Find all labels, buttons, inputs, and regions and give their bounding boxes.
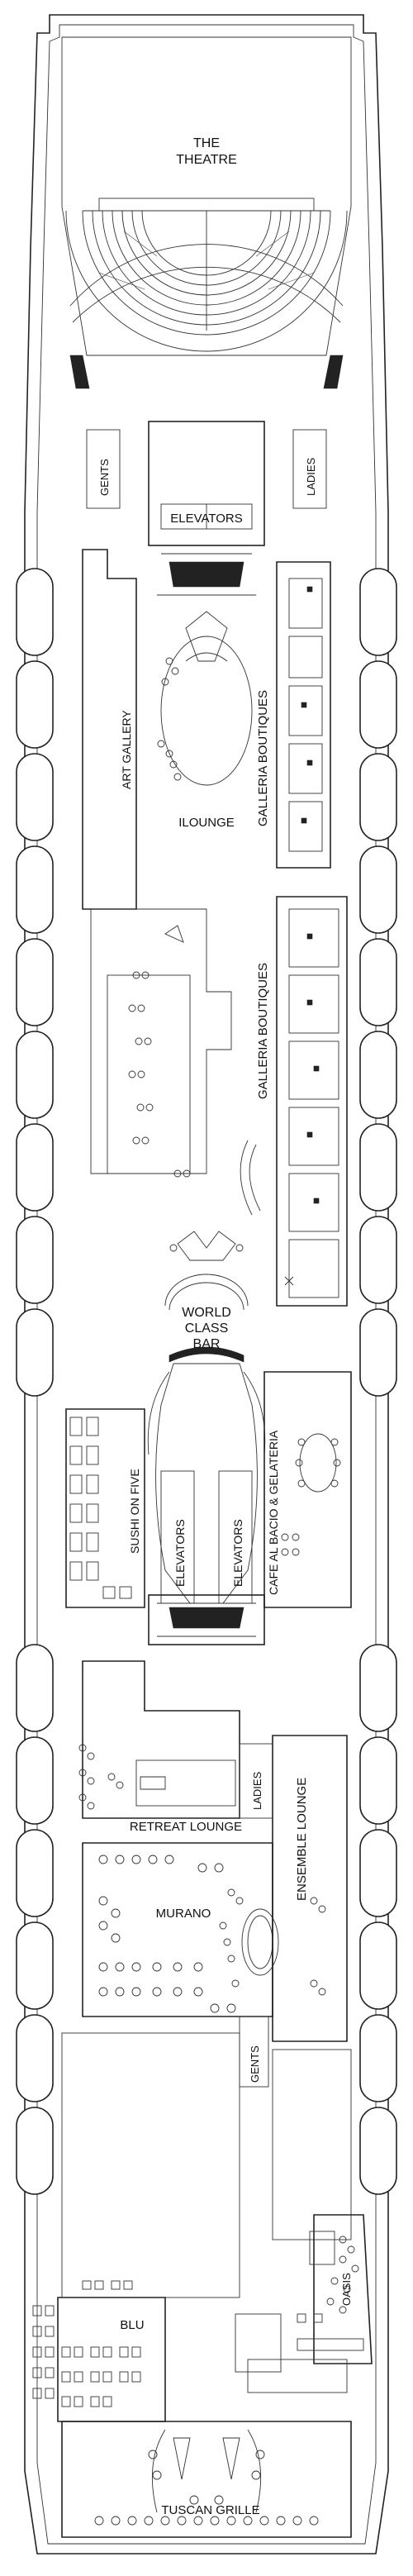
elevators-forward-label: ELEVATORS [170,512,243,526]
oasis: OASIS [297,2214,373,2364]
murano-tables [98,1855,236,2013]
central-atrium: ELEVATORS ELEVATORS [147,1363,266,1604]
elevators-aft [148,1594,265,1645]
gents-top-label: GENTS [98,459,111,496]
retreat-seating [78,1744,124,1810]
murano: MURANO [82,1842,273,2017]
aft-open-area [61,2032,352,2298]
retreat-lounge: RETREAT LOUNGE [78,1660,242,1834]
lounge-seating-mid [128,971,191,1178]
lifeboats-port [16,568,54,2195]
blu-label: BLU [120,2318,144,2332]
retreat-lounge-label: RETREAT LOUNGE [130,1820,242,1834]
art-gallery-ilounge: ART GALLERY ILOUNGE [82,549,253,910]
elevators-forward: ELEVATORS [148,421,265,596]
oasis-label: OASIS [340,2273,353,2306]
world-class-bar-line3: BAR [193,1337,221,1351]
restrooms-top: GENTS LADIES [86,429,327,509]
cafe-al-bacio: CAFE AL BACIO & GELATERIA [263,1371,352,1608]
galleria-boutiques-forward: GALLERIA BOUTIQUES [256,561,331,869]
world-class-bar-line1: WORLD [182,1306,231,1320]
blu-seating [32,2280,141,2407]
ensemble-lounge-label: ENSEMBLE LOUNGE [295,1778,309,1901]
sushi-on-five: SUSHI ON FIVE [65,1408,145,1608]
art-gallery-label: ART GALLERY [120,710,133,789]
ladies-top-label: LADIES [305,457,317,496]
ship-hull [24,14,389,2555]
ensemble-lounge: LADIES ENSEMBLE LOUNGE [219,1735,348,2042]
gents-mid: GENTS [239,2016,269,2088]
ladies-mid-label: LADIES [251,1771,263,1810]
tuscan-tables [94,2450,319,2526]
lifeboats-starboard [359,568,397,2195]
aft-midship [235,2297,348,2393]
theatre-label-line2: THEATRE [176,153,236,167]
galleria-boutiques-aft-label: GALLERIA BOUTIQUES [256,963,270,1099]
world-class-bar: WORLD CLASS BAR [164,1231,249,1363]
cafe-al-bacio-label: CAFE AL BACIO & GELATERIA [267,1430,280,1595]
sushi-on-five-label: SUSHI ON FIVE [128,1469,141,1554]
blu: BLU [32,2280,166,2422]
ilounge-label: ILOUNGE [178,816,235,830]
theatre-label-line1: THE [193,136,220,150]
elevators-mid-left-label: ELEVATORS [173,1519,187,1587]
galleria-boutiques-aft: GALLERIA BOUTIQUES [240,896,348,1307]
tuscan-grille: TUSCAN GRILLE [61,2421,352,2538]
galleria-boutiques-forward-label: GALLERIA BOUTIQUES [256,690,270,826]
theatre: THE THEATRE [61,36,352,389]
mid-corridor [90,908,232,1178]
murano-label: MURANO [156,1907,211,1921]
sushi-seating [69,1417,132,1599]
world-class-bar-line2: CLASS [185,1321,228,1336]
gents-mid-label: GENTS [249,2045,261,2083]
tuscan-grille-label: TUSCAN GRILLE [161,2503,259,2517]
elevators-mid-right-label: ELEVATORS [231,1519,244,1587]
